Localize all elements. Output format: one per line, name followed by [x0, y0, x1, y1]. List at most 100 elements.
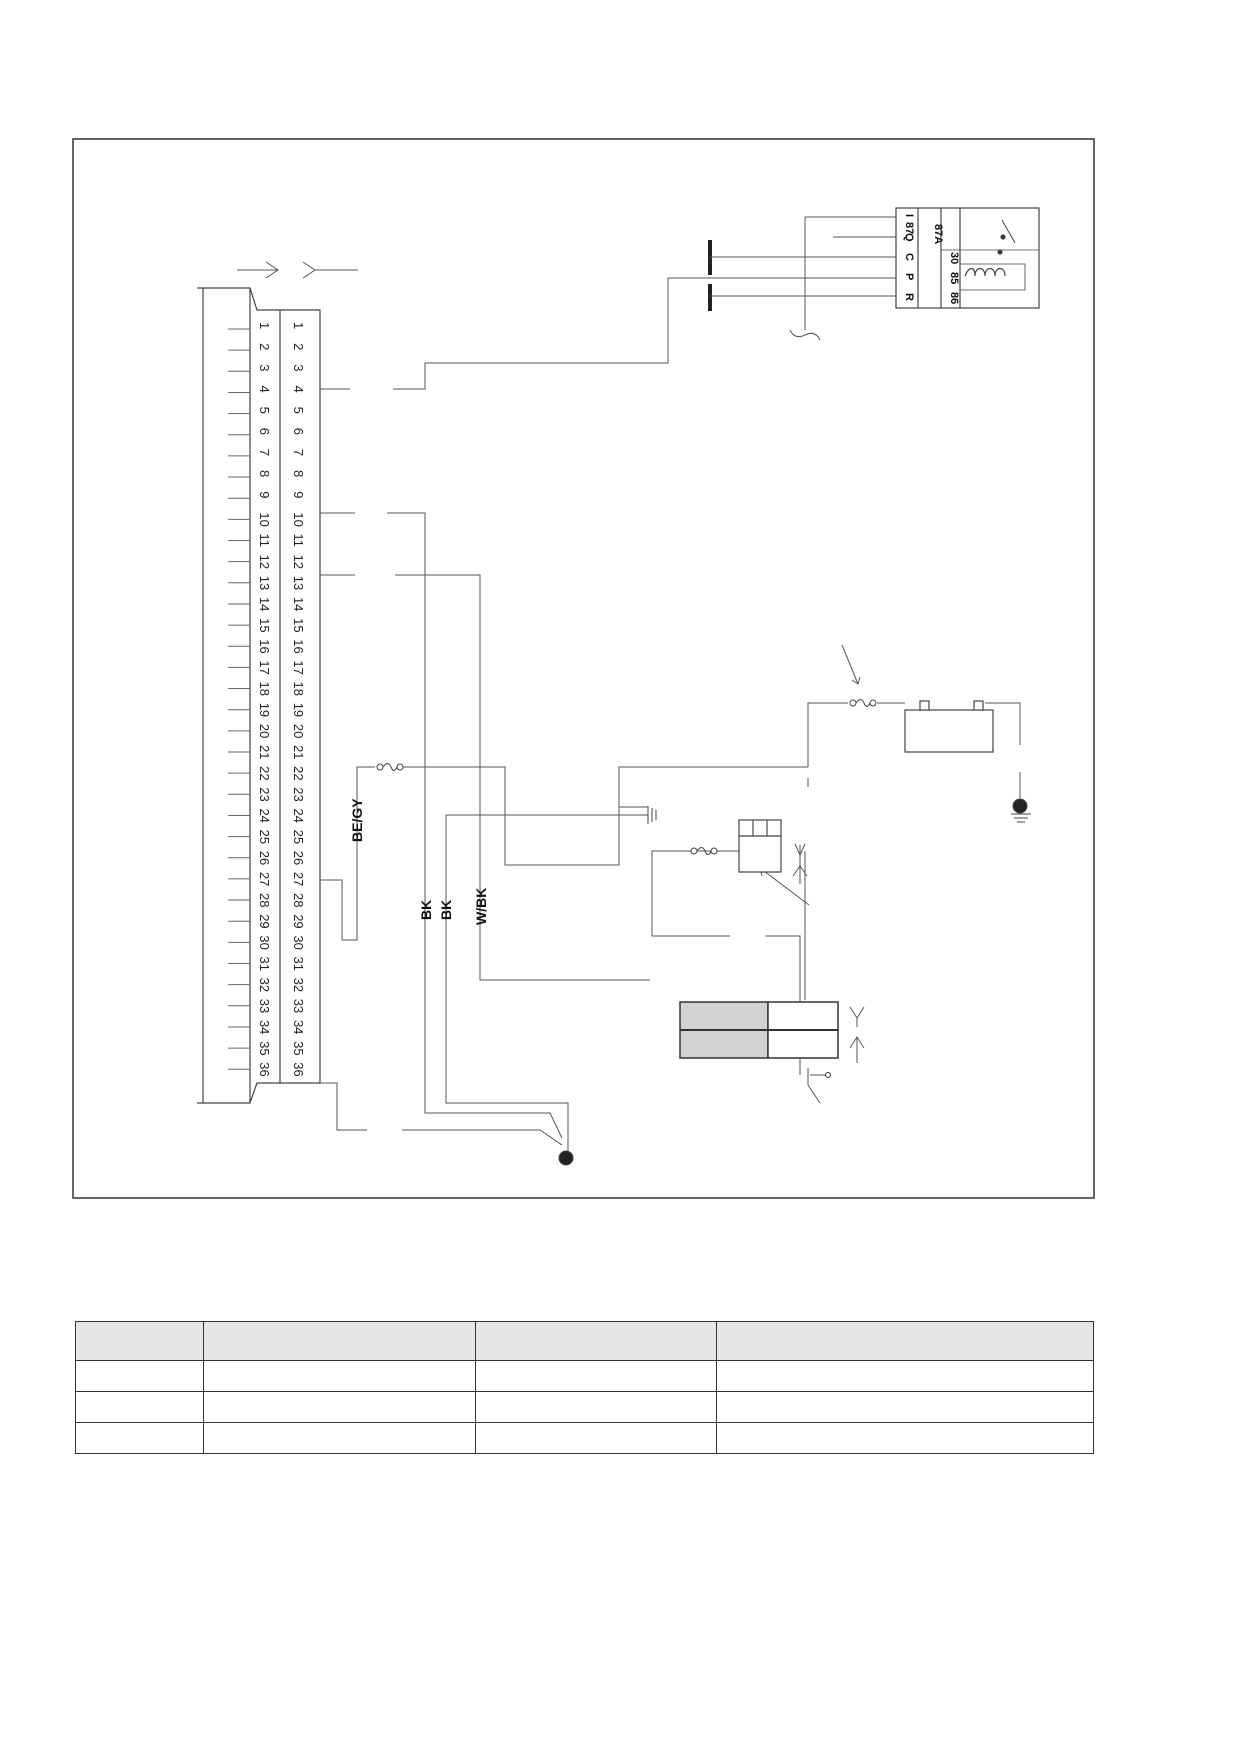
pin-right-13: 13	[291, 576, 306, 590]
pin-left-28: 28	[257, 893, 272, 907]
pin-left-35: 35	[257, 1041, 272, 1055]
diagram-frame	[72, 138, 1095, 1199]
pin-left-26: 26	[257, 851, 272, 865]
pin-right-20: 20	[291, 724, 306, 738]
pin-left-27: 27	[257, 872, 272, 886]
pin-left-36: 36	[257, 1062, 272, 1076]
pin-right-15: 15	[291, 618, 306, 632]
pin-right-21: 21	[291, 745, 306, 759]
relay-module	[895, 207, 1040, 309]
pin-right-24: 24	[291, 808, 306, 822]
pin-right-7: 7	[291, 449, 306, 456]
wire-label-w-bk: W/BK	[473, 888, 489, 925]
table-cell	[203, 1391, 476, 1423]
wire-label-be-gy: BE/GY	[349, 798, 365, 842]
table-cell	[203, 1422, 476, 1454]
table-cell	[475, 1391, 717, 1423]
ground-icons	[558, 798, 1031, 1166]
table-row	[75, 1422, 1094, 1454]
pin-left-34: 34	[257, 1020, 272, 1034]
pin-left-12: 12	[257, 555, 272, 569]
pin-left-9: 9	[257, 491, 272, 498]
control-unit-box	[679, 1001, 839, 1078]
table-cell	[475, 1422, 717, 1454]
battery-icon	[904, 700, 994, 753]
pin-left-6: 6	[257, 428, 272, 435]
pin-right-33: 33	[291, 999, 306, 1013]
pin-left-10: 10	[257, 512, 272, 526]
table-cell	[75, 1360, 204, 1392]
relay-terminal-col1: P	[903, 273, 915, 280]
pin-left-23: 23	[257, 787, 272, 801]
pin-right-3: 3	[291, 364, 306, 371]
pin-left-18: 18	[257, 682, 272, 696]
table-row	[75, 1391, 1094, 1423]
pin-right-25: 25	[291, 830, 306, 844]
table-header-cell	[75, 1321, 204, 1361]
relay-terminal-87a: 87A	[932, 224, 944, 244]
pin-left-8: 8	[257, 470, 272, 477]
pin-right-10: 10	[291, 512, 306, 526]
pin-left-30: 30	[257, 935, 272, 949]
relay-terminal-col3: 30	[948, 252, 960, 264]
wiring-lines	[320, 216, 1021, 1158]
pin-left-7: 7	[257, 449, 272, 456]
pin-left-24: 24	[257, 808, 272, 822]
fuse-icons	[376, 699, 877, 855]
pin-right-26: 26	[291, 851, 306, 865]
connector-pin-ticks	[228, 328, 250, 1070]
table-cell	[716, 1360, 1094, 1392]
table-cell	[716, 1422, 1094, 1454]
legend-table	[75, 1321, 1094, 1454]
bar-feed-lines	[710, 256, 797, 297]
pin-right-28: 28	[291, 893, 306, 907]
pin-right-16: 16	[291, 639, 306, 653]
pin-right-29: 29	[291, 914, 306, 928]
wire-label-bk-2: BK	[438, 900, 454, 920]
pin-right-30: 30	[291, 935, 306, 949]
connector-pins-right: 1234567891011121314151617181920212223242…	[291, 322, 306, 1077]
pin-right-35: 35	[291, 1041, 306, 1055]
pin-right-34: 34	[291, 1020, 306, 1034]
table-cell	[203, 1360, 476, 1392]
pin-right-1: 1	[291, 322, 306, 329]
pin-left-3: 3	[257, 364, 272, 371]
pin-left-16: 16	[257, 639, 272, 653]
pin-left-17: 17	[257, 660, 272, 674]
relay-terminal-87: 87	[903, 222, 915, 234]
pin-right-5: 5	[291, 407, 306, 414]
pin-left-22: 22	[257, 766, 272, 780]
table-header-cell	[716, 1321, 1094, 1361]
pin-left-31: 31	[257, 957, 272, 971]
pin-left-32: 32	[257, 978, 272, 992]
table-header-cell	[203, 1321, 476, 1361]
relay-terminal-col1: C	[903, 253, 915, 261]
pin-left-4: 4	[257, 385, 272, 392]
relay-terminal-labels: 87 87A I	[903, 214, 944, 244]
table-row	[75, 1360, 1094, 1392]
relay-terminal-i: I	[903, 214, 915, 217]
pin-left-29: 29	[257, 914, 272, 928]
ecu-connector	[197, 287, 321, 1104]
pin-left-14: 14	[257, 597, 272, 611]
pin-right-23: 23	[291, 787, 306, 801]
pin-right-31: 31	[291, 957, 306, 971]
connector-pins-left: 1234567891011121314151617181920212223242…	[257, 322, 272, 1077]
pin-left-1: 1	[257, 322, 272, 329]
pin-right-22: 22	[291, 766, 306, 780]
pin-right-32: 32	[291, 978, 306, 992]
pin-left-21: 21	[257, 745, 272, 759]
table-cell	[75, 1422, 204, 1454]
pin-left-13: 13	[257, 576, 272, 590]
pin-right-2: 2	[291, 343, 306, 350]
relay-terminal-col3: 86	[948, 292, 960, 304]
relay-terminal-col1: Q	[903, 233, 915, 242]
pin-left-19: 19	[257, 703, 272, 717]
table-header-cell	[475, 1321, 717, 1361]
sensor-module	[738, 819, 782, 873]
pin-right-8: 8	[291, 470, 306, 477]
relay-terminal-col1: R	[903, 293, 915, 301]
table-cell	[475, 1360, 717, 1392]
pin-right-11: 11	[291, 534, 306, 548]
